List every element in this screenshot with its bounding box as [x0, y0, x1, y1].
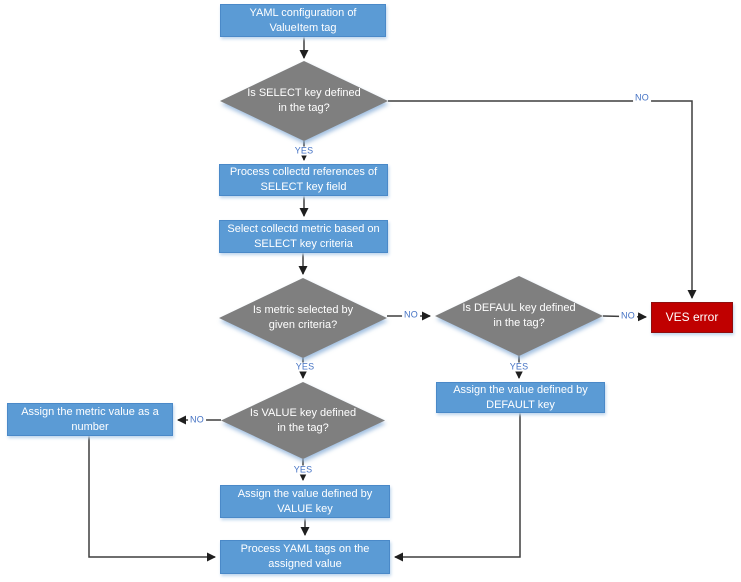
label-value-no: NO: [188, 414, 206, 425]
node-process-yaml: Process YAML tags on the assigned value: [220, 540, 390, 574]
edge-number-to-processyaml: [88, 436, 216, 562]
value-decision-shape: Is VALUE key defined in the tag?: [221, 382, 385, 459]
node-assign-number: Assign the metric value as a number: [7, 403, 173, 436]
label-default-no: NO: [619, 310, 637, 321]
label-select-no: NO: [633, 92, 651, 103]
node-process-refs: Process collectd references of SELECT ke…: [219, 164, 388, 196]
node-assign-value: Assign the value defined by VALUE key: [220, 485, 390, 518]
label-metric-no: NO: [402, 309, 420, 320]
node-select-decision: Is SELECT key defined in the tag?: [220, 61, 388, 141]
label-select-yes: YES: [292, 145, 316, 156]
node-select-metric: Select collectd metric based on SELECT k…: [219, 220, 388, 253]
edge-select-no-to-error: [388, 100, 697, 299]
edge-assigndefault-to-processyaml: [394, 413, 521, 562]
label-value-yes: YES: [291, 464, 315, 475]
select-decision-shape: Is SELECT key defined in the tag?: [220, 61, 388, 141]
node-assign-default: Assign the value defined by DEFAULT key: [436, 382, 605, 413]
node-metric-decision: Is metric selected by given criteria?: [219, 278, 387, 358]
label-default-yes: YES: [507, 361, 531, 372]
default-decision-shape: Is DEFAUL key defined in the tag?: [435, 276, 603, 356]
metric-decision-shape: Is metric selected by given criteria?: [219, 278, 387, 358]
node-start: YAML configuration of ValueItem tag: [220, 4, 386, 37]
node-default-decision: Is DEFAUL key defined in the tag?: [435, 276, 603, 356]
node-ves-error: VES error: [651, 302, 733, 333]
label-metric-yes: YES: [293, 361, 317, 372]
node-value-decision: Is VALUE key defined in the tag?: [221, 382, 385, 459]
